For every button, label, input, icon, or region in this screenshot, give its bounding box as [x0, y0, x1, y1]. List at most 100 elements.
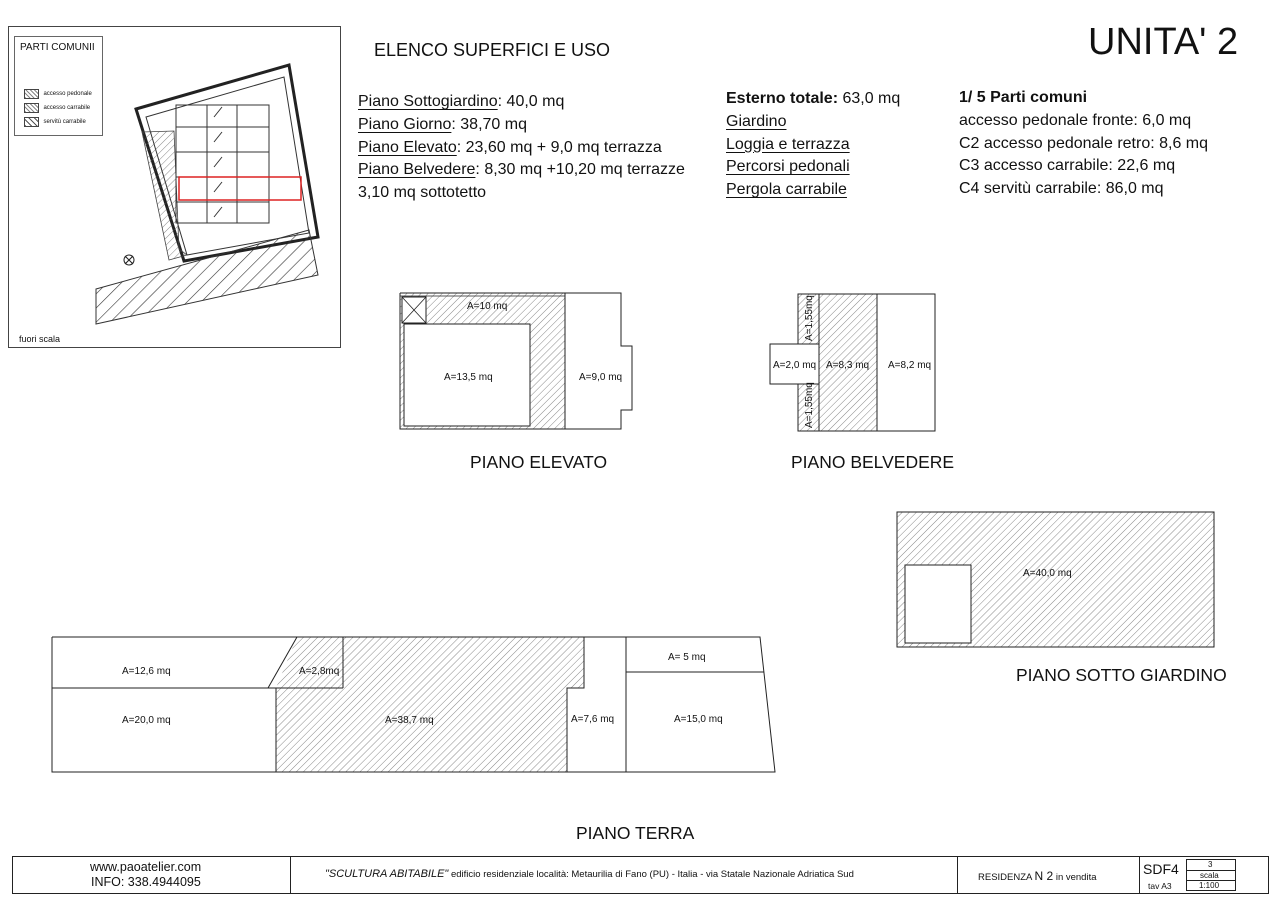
project-desc: "SCULTURA ABITABILE" edificio residenzia…: [325, 868, 854, 880]
scale-divider: [1187, 880, 1235, 881]
area-label: A=10 mq: [467, 301, 507, 312]
elevato-outline: [399, 292, 633, 430]
floor-extra: 3,10 mq sottotetto: [358, 184, 487, 202]
common-title: 1/ 5 Parti comuni: [959, 89, 1088, 106]
area-label: A=2,0 mq: [773, 360, 816, 371]
elevato-room: [403, 323, 531, 427]
legend-swatch: [24, 102, 39, 113]
plan-sotto-giardino: A=40,0 mq: [896, 511, 1215, 648]
area-label: A=2,8mq: [299, 666, 339, 677]
floor-name: Piano Belvedere: [358, 161, 476, 179]
floor-value: : 8,30 mq +10,20 mq terrazze: [475, 161, 685, 179]
residence-label: RESIDENZA N 2 in vendita: [978, 869, 1097, 883]
external-label: Esterno totale:: [726, 90, 839, 107]
legend-item: servitù carrabile: [24, 113, 86, 131]
area-label: A=1,55mq: [804, 382, 815, 428]
common-item: C4 servitù carrabile: 86,0 mq: [959, 180, 1164, 198]
residence-cell: RESIDENZA N 2 in vendita: [958, 857, 1140, 893]
scale-label: scala: [1200, 871, 1219, 880]
area-label: A=7,6 mq: [571, 714, 614, 725]
area-label: A=1,55mq: [804, 295, 815, 341]
floor-name: Piano Giorno: [358, 115, 452, 133]
project-location: edificio residenziale località: Metauril…: [448, 869, 854, 880]
floors-list: Piano Sottogiardino: 40,0 mq Piano Giorn…: [358, 91, 685, 205]
external-item: Loggia e terrazza: [726, 135, 850, 153]
website-link[interactable]: www.paoatelier.com: [90, 860, 202, 874]
legend-item: accesso carrabile: [24, 99, 90, 117]
title-block: www.paoatelier.com INFO: 338.4944095 "SC…: [12, 856, 1269, 894]
scale-cell: 3 scala 1:100: [1186, 859, 1236, 891]
area-label: A= 5 mq: [668, 652, 706, 663]
residence-number: N 2: [1034, 869, 1054, 883]
plan-belvedere: A=1,55mq A=2,0 mq A=8,3 mq A=8,2 mq A=1,…: [769, 293, 936, 432]
area-label: A=38,7 mq: [385, 715, 434, 726]
code-cell: SDF4 tav A3: [1140, 857, 1186, 893]
external-item: Percorsi pedonali: [726, 158, 850, 176]
unit-2-highlight: [178, 176, 302, 201]
external-value: 63,0 mq: [838, 90, 901, 107]
external-item: Pergola carrabile: [726, 181, 847, 199]
legend-label: accesso pedonale: [43, 90, 92, 97]
plan-label-elevato: PIANO ELEVATO: [470, 452, 608, 472]
plan-label-belvedere: PIANO BELVEDERE: [791, 452, 955, 472]
area-label: A=15,0 mq: [674, 714, 723, 725]
contact-cell: www.paoatelier.com INFO: 338.4944095: [13, 857, 291, 893]
floor-name: Piano Sottogiardino: [358, 93, 498, 110]
external-item: Giardino: [726, 112, 787, 130]
common-parts: 1/ 5 Parti comuni accesso pedonale front…: [959, 87, 1208, 201]
scale-value: 1:100: [1199, 881, 1220, 890]
legend-label: accesso carrabile: [43, 104, 91, 111]
legend-label: servitù carrabile: [43, 118, 86, 125]
project-cell: "SCULTURA ABITABILE" edificio residenzia…: [291, 857, 958, 893]
plan-terra: A=12,6 mq A=2,8mq A= 5 mq A=20,0 mq A=38…: [51, 636, 776, 773]
legend-item: accesso pedonale: [24, 85, 92, 103]
floor-item: Piano Giorno: 38,70 mq: [358, 114, 685, 137]
floor-item: Piano Sottogiardino: 40,0 mq: [358, 91, 685, 114]
common-item: C2 accesso pedonale retro: 8,6 mq: [959, 134, 1209, 152]
key-map-title: PARTI COMUNII: [20, 42, 95, 53]
area-label: A=12,6 mq: [122, 666, 171, 677]
project-name: "SCULTURA ABITABILE": [325, 868, 449, 880]
external-total: Esterno totale: 63,0 mq: [726, 88, 900, 111]
site-plan-drawing: [95, 63, 320, 325]
sheet-tav: tav A3: [1148, 881, 1172, 891]
key-map: PARTI COMUNII accesso pedonale accesso c…: [8, 26, 341, 348]
plan-elevato: A=10 mq A=13,5 mq A=9,0 mq: [399, 292, 633, 430]
floor-item: Piano Elevato: 23,60 mq + 9,0 mq terrazz…: [358, 137, 685, 160]
area-label: A=9,0 mq: [579, 372, 622, 383]
north-arrow-icon: [123, 254, 135, 266]
sheet-code: SDF4: [1143, 861, 1179, 877]
floor-name: Piano Elevato: [358, 138, 457, 156]
area-label: A=8,2 mq: [888, 360, 931, 371]
area-label: A=13,5 mq: [444, 372, 493, 383]
residence-suffix: in vendita: [1053, 872, 1097, 883]
area-label: A=20,0 mq: [122, 715, 171, 726]
common-item: accesso pedonale fronte: 6,0 mq: [959, 111, 1192, 129]
legend-swatch: [24, 116, 39, 127]
info-phone: INFO: 338.4944095: [91, 875, 201, 889]
floor-item: Piano Belvedere: 8,30 mq +10,20 mq terra…: [358, 159, 685, 182]
legend-swatch: [24, 88, 39, 99]
units-row: [175, 104, 270, 224]
unit-title: UNITA' 2: [1088, 21, 1239, 63]
terra-hatch-main: [276, 637, 584, 772]
area-label: A=8,3 mq: [826, 360, 869, 371]
terra-outline: [51, 636, 776, 773]
key-map-legend: PARTI COMUNII accesso pedonale accesso c…: [14, 36, 103, 136]
floor-value: : 40,0 mq: [497, 93, 565, 110]
floor-value: : 38,70 mq: [451, 115, 527, 133]
list-title: ELENCO SUPERFICI E USO: [374, 40, 611, 60]
scale-note: fuori scala: [19, 334, 61, 344]
scale-divider: [1187, 870, 1235, 871]
sheet-number: 3: [1208, 860, 1213, 869]
common-item: C3 accesso carrabile: 22,6 mq: [959, 157, 1176, 175]
service-road-hatch: [95, 229, 319, 325]
external-list: Esterno totale: 63,0 mq Giardino Loggia …: [726, 88, 900, 202]
area-label: A=40,0 mq: [1023, 568, 1072, 579]
residence-prefix: RESIDENZA: [978, 872, 1035, 883]
floor-value: : 23,60 mq + 9,0 mq terrazza: [456, 138, 662, 156]
plan-label-terra: PIANO TERRA: [576, 823, 695, 843]
common-area-hatch: [141, 130, 188, 261]
plan-label-sotto-giardino: PIANO SOTTO GIARDINO: [1016, 665, 1227, 685]
